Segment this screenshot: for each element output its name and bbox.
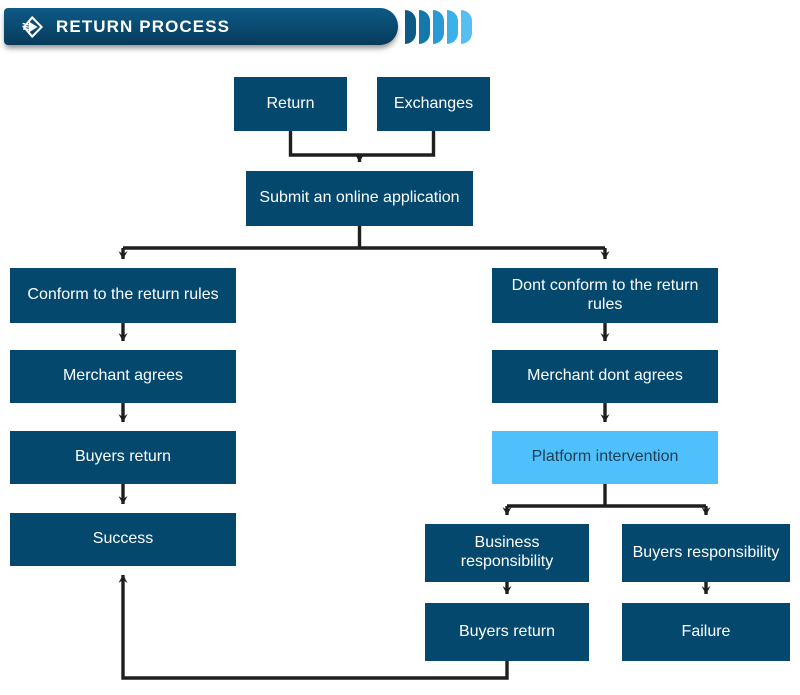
flow-node-failure[interactable]: Failure bbox=[622, 603, 790, 661]
flow-node-business_resp[interactable]: Business responsibility bbox=[425, 524, 589, 582]
flow-node-buyers_return2[interactable]: Buyers return bbox=[425, 603, 589, 661]
flow-node-conform[interactable]: Conform to the return rules bbox=[10, 268, 236, 323]
flow-node-label: Success bbox=[93, 530, 153, 549]
flow-node-platform[interactable]: Platform intervention bbox=[492, 431, 718, 484]
flow-node-label: Dont conform to the return rules bbox=[498, 277, 712, 315]
flow-node-label: Merchant agrees bbox=[63, 367, 183, 386]
flow-node-label: Failure bbox=[682, 623, 731, 642]
flow-node-merchant_no[interactable]: Merchant dont agrees bbox=[492, 350, 718, 403]
flow-node-label: Return bbox=[266, 95, 314, 114]
flow-node-label: Exchanges bbox=[394, 95, 473, 114]
flow-node-buyers_resp[interactable]: Buyers responsibility bbox=[622, 524, 790, 582]
flow-node-submit[interactable]: Submit an online application bbox=[246, 171, 473, 226]
flow-node-success[interactable]: Success bbox=[10, 513, 236, 566]
flow-node-label: Business responsibility bbox=[431, 534, 583, 572]
flow-node-label: Submit an online application bbox=[259, 189, 459, 208]
flow-node-exchanges[interactable]: Exchanges bbox=[377, 77, 490, 131]
flow-node-dont_conform[interactable]: Dont conform to the return rules bbox=[492, 268, 718, 323]
flow-node-buyers_return1[interactable]: Buyers return bbox=[10, 431, 236, 484]
edge-merge-bus-top bbox=[291, 131, 434, 155]
flow-node-label: Buyers responsibility bbox=[633, 544, 780, 563]
flow-node-label: Merchant dont agrees bbox=[527, 367, 683, 386]
flow-node-label: Conform to the return rules bbox=[27, 286, 218, 305]
flow-node-merchant_ok[interactable]: Merchant agrees bbox=[10, 350, 236, 403]
flow-node-label: Buyers return bbox=[75, 448, 171, 467]
flow-node-label: Platform intervention bbox=[532, 448, 679, 467]
flow-node-label: Buyers return bbox=[459, 623, 555, 642]
flow-node-return[interactable]: Return bbox=[234, 77, 347, 131]
